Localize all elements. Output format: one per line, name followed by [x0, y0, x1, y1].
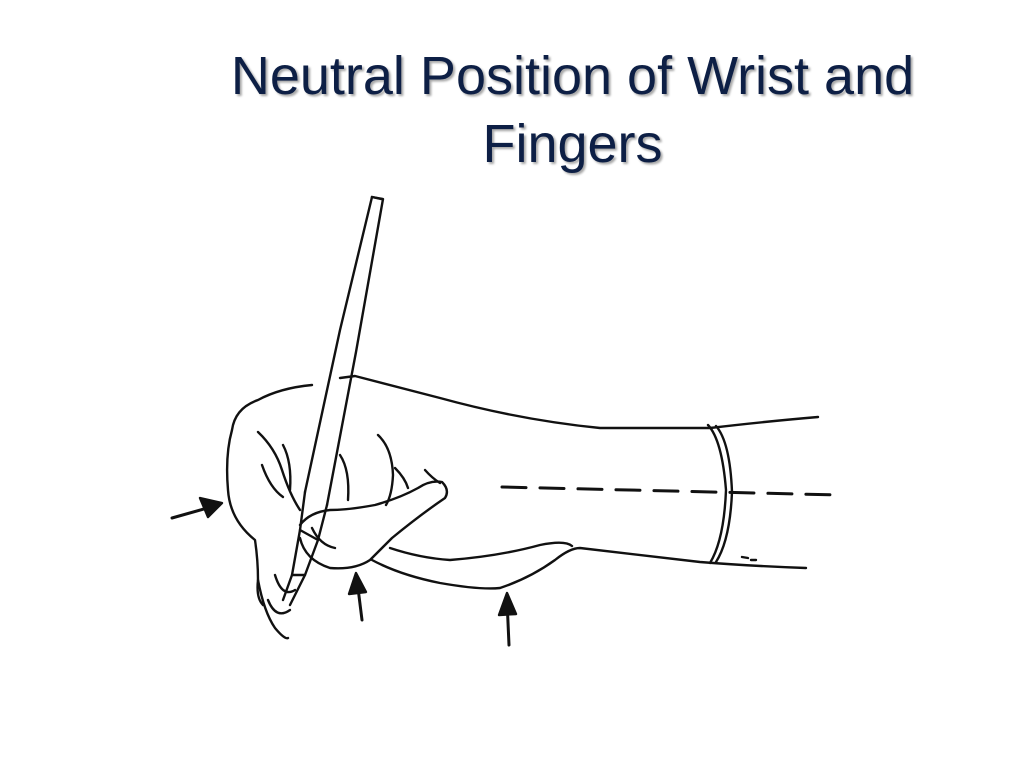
arrow-left-icon [170, 496, 224, 520]
arrow-up-palm-icon [497, 591, 518, 647]
arrow-up-thumb-icon [347, 571, 368, 622]
hand-outline [225, 374, 820, 640]
pencil-drawing [281, 195, 385, 607]
slide-title: Neutral Position of Wrist and Fingers [230, 46, 915, 174]
axis-dashed-line [500, 485, 842, 497]
